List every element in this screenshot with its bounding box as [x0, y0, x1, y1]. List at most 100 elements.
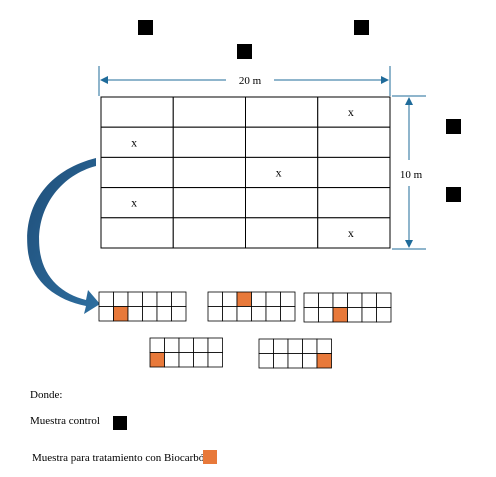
control-sample-square [237, 44, 252, 59]
plot-cell [245, 217, 319, 249]
control-sample-square [446, 119, 461, 134]
legend-control-label: Muestra control [30, 415, 100, 427]
subgrid-cell [265, 291, 281, 307]
plot-cell [172, 217, 246, 249]
plot-cell [100, 187, 174, 219]
subgrid-cell [127, 306, 143, 322]
subgrid-3 [303, 292, 392, 323]
treatment-sample-cell [149, 352, 165, 368]
subgrid-cell [142, 291, 158, 307]
plot-cell [317, 126, 391, 158]
subgrid-1 [98, 291, 187, 322]
plot-cell [172, 96, 246, 128]
subgrid-cell [302, 338, 318, 354]
subgrid-cell [222, 291, 238, 307]
plot-cell [317, 156, 391, 189]
subgrid-cell [287, 338, 303, 354]
subgrid-cell [113, 291, 129, 307]
plot-cell [172, 126, 246, 158]
subgrid-cell [273, 353, 289, 369]
sample-mark: x [131, 196, 137, 210]
subgrid-2 [207, 291, 296, 322]
subgrid-cell [302, 353, 318, 369]
plot-cell [245, 126, 319, 158]
subgrid-cell [193, 352, 209, 368]
subgrid-cell [164, 337, 180, 353]
subgrid-cell [251, 291, 267, 307]
subgrid-cell [149, 337, 165, 353]
subgrid-cell [127, 291, 143, 307]
plot-cell [317, 217, 391, 249]
subgrid-cell [316, 338, 332, 354]
subgrid-cell [207, 337, 223, 353]
plot-cell [100, 96, 174, 128]
subgrid-cell [303, 307, 319, 323]
plot-cell [245, 187, 319, 219]
control-sample-square [138, 20, 153, 35]
legend-control-swatch [113, 416, 127, 430]
height-label: 10 m [400, 169, 423, 181]
subgrid-cell [273, 338, 289, 354]
subgrid-cell [318, 292, 334, 308]
sample-mark: x [276, 166, 282, 180]
subgrid-cell [156, 306, 172, 322]
plot-cell [100, 156, 174, 189]
width-dimension: 20 m [98, 66, 391, 96]
sample-mark: x [348, 105, 354, 119]
plot-cell [317, 96, 391, 128]
height-dimension: 10 m [392, 95, 426, 250]
treatment-sample-cell [316, 353, 332, 369]
plot-cell [172, 156, 246, 189]
subgrid-cell [361, 307, 377, 323]
subgrid-cell [258, 338, 274, 354]
plot-cell [100, 126, 174, 158]
curved-arrow-icon [27, 158, 100, 314]
treatment-sample-cell [236, 291, 252, 307]
sample-mark: x [131, 135, 137, 149]
subgrid-cell [318, 307, 334, 323]
subgrid-cell [258, 353, 274, 369]
plot-cell [172, 187, 246, 219]
width-label: 20 m [239, 75, 262, 87]
subgrid-cell [178, 337, 194, 353]
legend-title: Donde: [30, 389, 63, 401]
subgrid-cell [222, 306, 238, 322]
subgrid-cell [178, 352, 194, 368]
treatment-sample-cell [113, 306, 129, 322]
subgrid-cell [156, 291, 172, 307]
plot-cell [317, 187, 391, 219]
subgrid-cell [280, 306, 296, 322]
subgrid-cell [287, 353, 303, 369]
subgrid-cell [265, 306, 281, 322]
subgrid-cell [142, 306, 158, 322]
subgrid-cell [376, 307, 392, 323]
subgrid-cell [347, 307, 363, 323]
subgrid-cell [361, 292, 377, 308]
plot-cell [245, 96, 319, 128]
subgrid-cell [347, 292, 363, 308]
legend-treatment-label: Muestra para tratamiento con Biocarbón [32, 452, 210, 464]
subgrid-cell [171, 306, 187, 322]
sample-mark: x [348, 226, 354, 240]
subgrid-cell [207, 352, 223, 368]
subgrid-cell [332, 292, 348, 308]
subgrid-5 [258, 338, 332, 369]
subgrid-cell [171, 291, 187, 307]
subgrid-cell [207, 291, 223, 307]
subgrid-cell [164, 352, 180, 368]
subgrid-cell [280, 291, 296, 307]
subgrid-cell [207, 306, 223, 322]
plot-cell [245, 156, 319, 189]
control-sample-square [354, 20, 369, 35]
legend-treatment-swatch [203, 450, 217, 464]
subgrid-cell [193, 337, 209, 353]
subgrids [98, 291, 392, 369]
treatment-sample-cell [332, 307, 348, 323]
subgrid-cell [98, 306, 114, 322]
subgrid-cell [376, 292, 392, 308]
plot-cell [100, 217, 174, 249]
subgrid-cell [236, 306, 252, 322]
subgrid-cell [303, 292, 319, 308]
control-sample-square [446, 187, 461, 202]
